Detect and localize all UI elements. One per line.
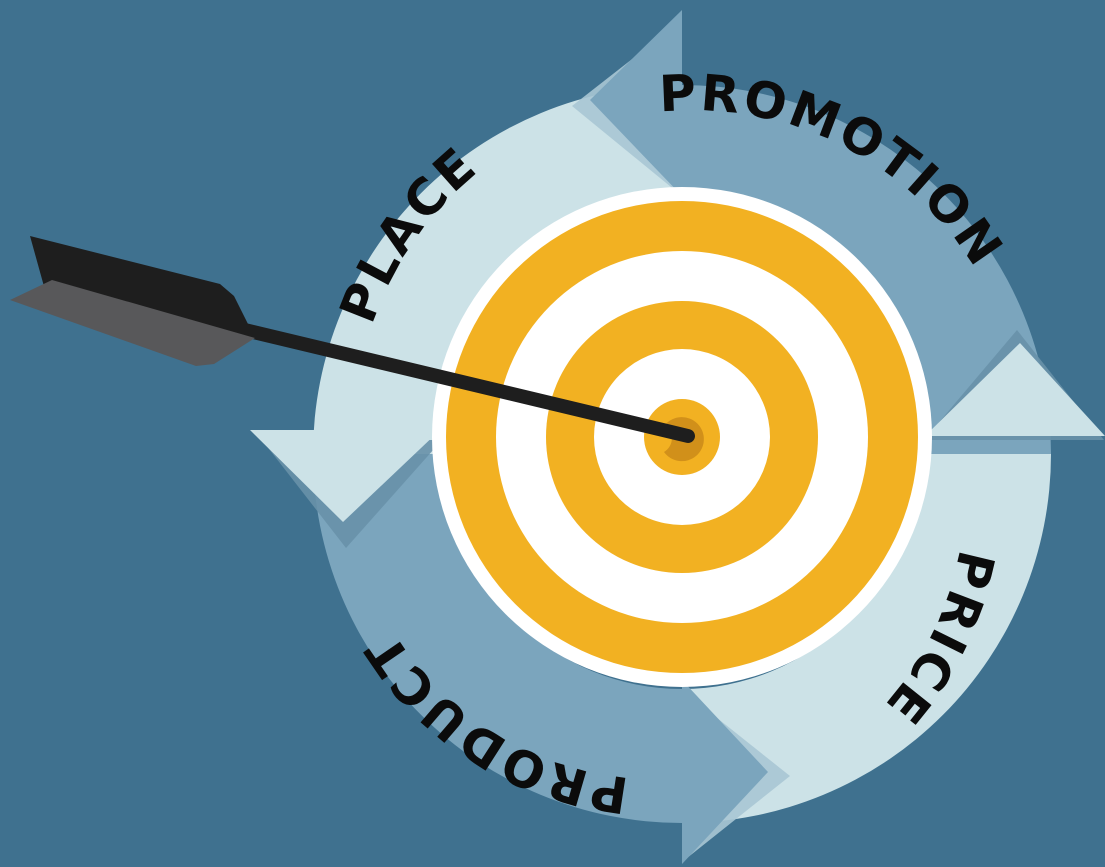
price-segment — [682, 454, 1051, 823]
price-arrowhead — [925, 343, 1105, 436]
dart-shaft — [238, 323, 695, 443]
dart-fletching-grey — [10, 280, 255, 366]
dart — [10, 236, 695, 443]
promotion-arrowhead — [590, 10, 682, 196]
product-segment — [313, 454, 682, 823]
product-arrowhead — [682, 680, 768, 864]
place-arrowhead — [250, 430, 440, 522]
dart-fletching-dark — [28, 236, 255, 338]
